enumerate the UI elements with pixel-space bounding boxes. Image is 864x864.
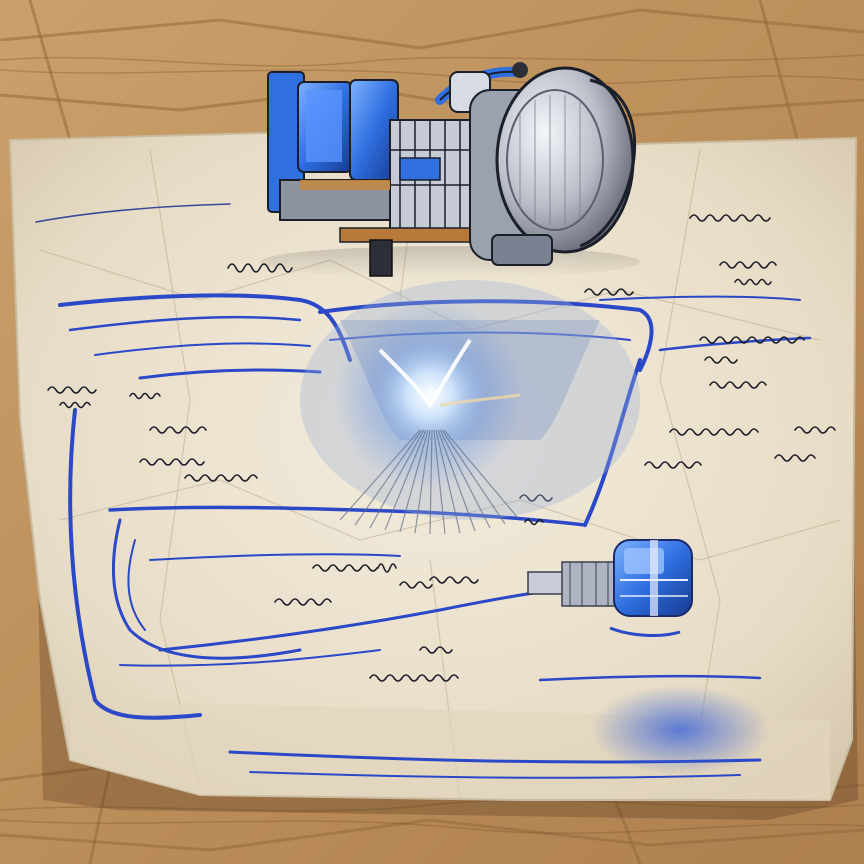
blue-smudge (590, 685, 770, 775)
small-engine-icon (527, 539, 693, 637)
scribble-annotations (47, 214, 836, 682)
blue-glow (300, 280, 640, 535)
engine-icon (260, 62, 640, 278)
